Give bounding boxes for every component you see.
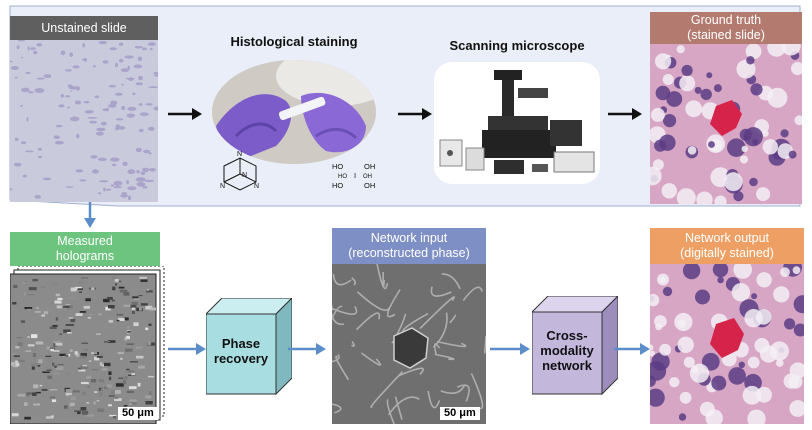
svg-text:N: N (220, 183, 225, 190)
cross-modality-cube (532, 296, 618, 396)
network-output-header: Network output (digitally stained) (650, 228, 804, 264)
network-output-image (644, 257, 812, 428)
arrow-to-network-input (288, 343, 326, 355)
svg-text:HO: HO (332, 162, 343, 171)
phase-recovery-label: Phase recovery (206, 336, 276, 366)
ground-truth-label-line1: Ground truth (690, 13, 762, 27)
phase-recovery-line1: Phase (221, 336, 261, 351)
ground-truth-panel: Ground truth (stained slide) (642, 12, 805, 208)
holograms-label-line1: Measured (57, 234, 113, 248)
cross-modality-label: Cross- modality network (532, 328, 602, 373)
phase-recovery-line2: recovery (213, 351, 269, 366)
holograms-label-line2: holograms (55, 249, 115, 263)
microscope-illustration (434, 62, 600, 184)
hexamine-structure (223, 157, 257, 191)
network-output-label-line2: (digitally stained) (680, 246, 774, 260)
scale-bar-2: 50 μm (440, 407, 480, 420)
network-input-image (311, 250, 487, 430)
network-input-label-line2: (reconstructed phase) (348, 246, 470, 260)
periodic-acid-structure: HO OH I HO OH HO OH (332, 162, 375, 190)
svg-text:HO: HO (338, 174, 347, 180)
svg-text:HO: HO (332, 181, 343, 190)
network-input-panel: Network input (reconstructed phase) (311, 228, 487, 430)
arrow-down (84, 202, 96, 228)
network-output-panel: Network output (digitally stained) (644, 228, 812, 428)
cross-modality-line3: network (542, 358, 592, 373)
microscope-title: Scanning microscope (449, 38, 585, 53)
unstained-slide-panel: Unstained slide (7, 16, 161, 202)
network-input-label-line1: Network input (370, 231, 448, 245)
scale-bar-1: 50 μm (118, 407, 158, 420)
holograms-header: Measured holograms (10, 232, 160, 270)
svg-text:N: N (254, 183, 259, 190)
arrow-to-phase-recovery (168, 343, 206, 355)
arrow-to-cross-modality (490, 343, 530, 355)
unstained-slide-header: Unstained slide (10, 16, 158, 40)
arrow-right-1 (168, 108, 202, 120)
svg-text:OH: OH (363, 174, 372, 180)
network-output-label-line1: Network output (684, 231, 770, 245)
cross-modality-line1: Cross- (546, 328, 588, 343)
arrow-right-2 (398, 108, 432, 120)
cross-modality-line2: modality (540, 343, 594, 358)
ground-truth-image (642, 36, 805, 208)
svg-text:OH: OH (364, 162, 375, 171)
arrow-right-3 (608, 108, 642, 120)
svg-text:I: I (354, 171, 356, 180)
holograms-stack (10, 266, 165, 424)
ground-truth-label-line2: (stained slide) (687, 28, 765, 42)
unstained-slide-label: Unstained slide (41, 20, 127, 35)
svg-text:OH: OH (364, 181, 375, 190)
microscope-body (439, 70, 595, 174)
phase-recovery-cube (206, 298, 292, 396)
unstained-slide-image (7, 39, 161, 202)
arrow-to-network-output (614, 343, 650, 355)
network-input-header: Network input (reconstructed phase) (332, 228, 486, 264)
staining-title: Histological staining (230, 34, 358, 49)
svg-text:N: N (237, 151, 242, 158)
svg-text:N: N (242, 172, 247, 179)
ground-truth-header: Ground truth (stained slide) (650, 12, 802, 44)
